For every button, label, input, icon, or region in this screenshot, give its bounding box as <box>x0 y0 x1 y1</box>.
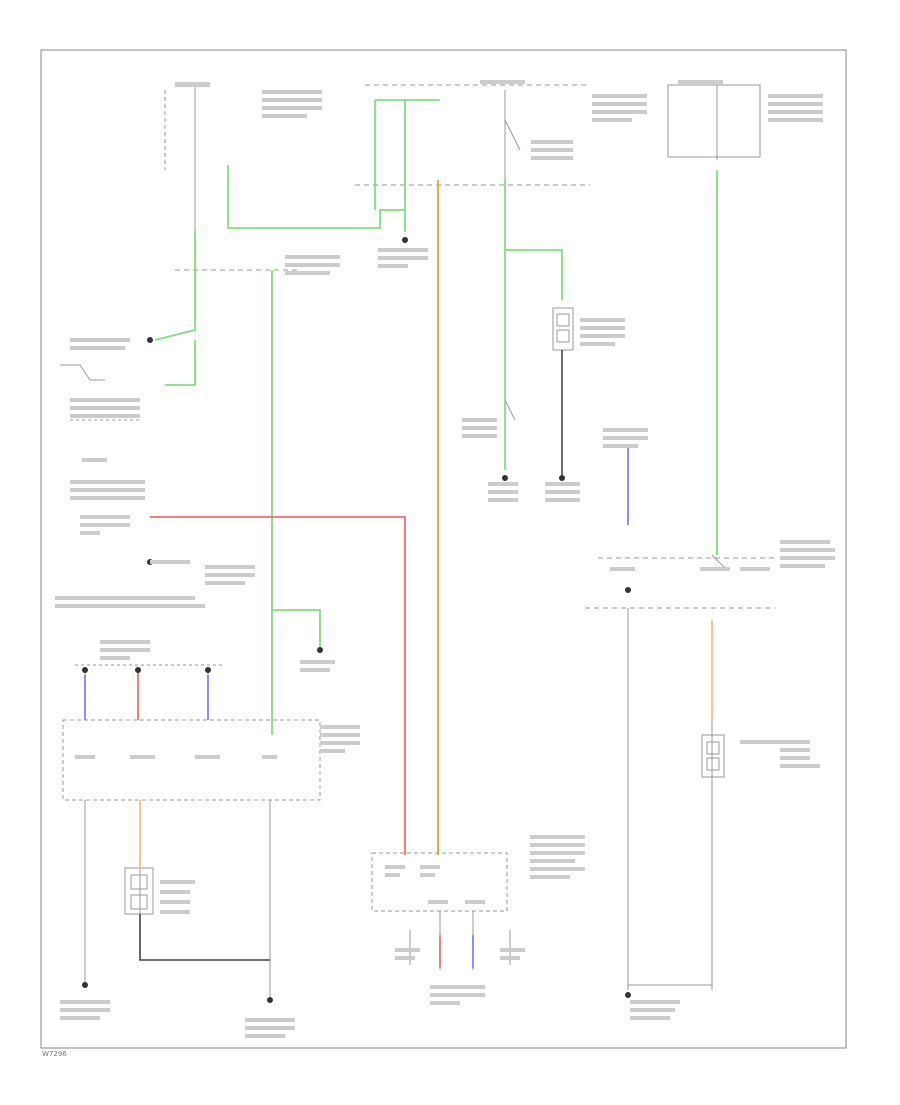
pale-orange-wires <box>139 620 713 870</box>
connector-dots <box>82 237 631 1003</box>
black-wires <box>139 350 563 961</box>
blue-wires <box>84 448 629 968</box>
diagram-frame <box>40 49 847 1049</box>
red-wires <box>137 516 441 968</box>
label-marks <box>55 80 835 1038</box>
grey-wiring <box>60 84 775 1000</box>
green-wires <box>154 99 718 735</box>
footer-code: W7296 <box>42 1050 67 1058</box>
